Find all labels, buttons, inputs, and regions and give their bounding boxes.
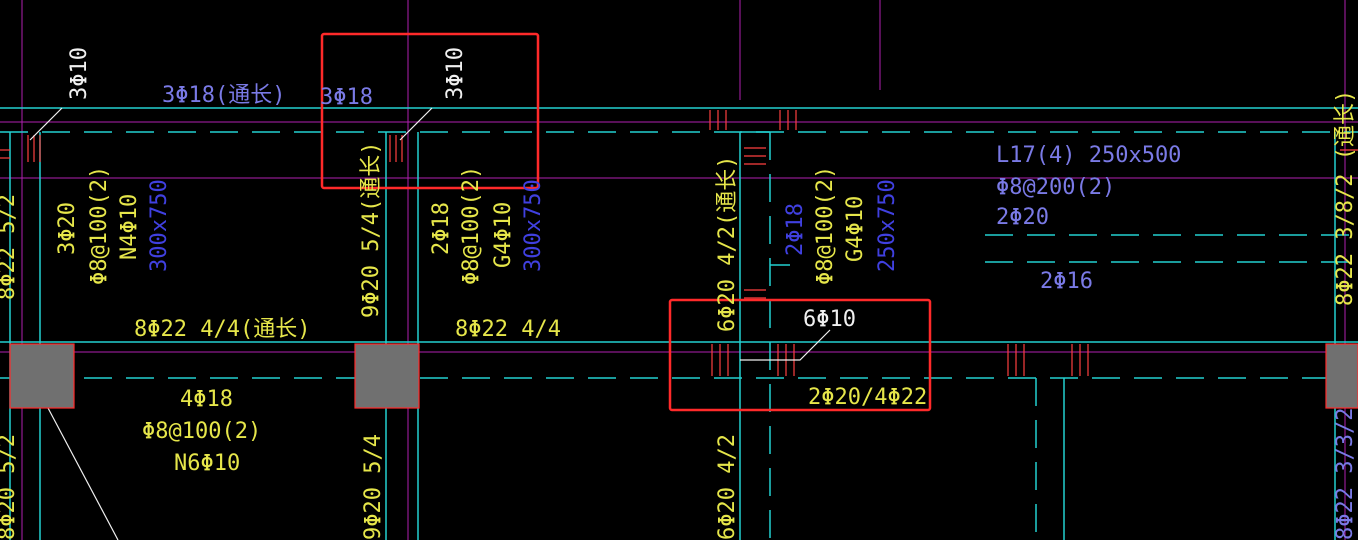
highlight-box-top[interactable] — [320, 32, 540, 190]
rebar-ticks — [0, 110, 1358, 376]
label-l17-title: L17(4) 250x500 — [996, 143, 1181, 168]
label-l17-top: 2Φ20 — [996, 205, 1049, 230]
highlight-box-middle[interactable] — [668, 298, 932, 412]
label-l17-bottom: 2Φ16 — [1040, 269, 1093, 294]
label-lower-left-vert: 8Φ20 5/2 — [0, 434, 20, 540]
label-lower-twist: N6Φ10 — [174, 451, 240, 476]
label-top-3phi10-box: 3Φ10 — [443, 47, 468, 100]
label-beam-n4-stirrup: Φ8@100(2) — [87, 166, 112, 285]
label-beam-g4a-main: 2Φ18 — [429, 202, 454, 255]
label-lower-right-vert: 6Φ20 4/2 — [715, 434, 740, 540]
label-beam-n4-main: 3Φ20 — [55, 202, 80, 255]
label-box-6phi10: 6Φ10 — [803, 307, 856, 332]
label-left-edge-vert: 8Φ22 5/2 — [0, 194, 20, 300]
label-beam-g4a-twist: G4Φ10 — [491, 202, 516, 268]
label-col-mid-vert: 9Φ20 5/4(通长) — [359, 142, 384, 318]
beam-outlines — [0, 107, 1358, 540]
label-beam-g4a-size: 300x750 — [521, 179, 546, 272]
label-far-right-vert-top: 8Φ22 3/8/2 (通长) — [1333, 90, 1358, 306]
label-beam-n4-twist: N4Φ10 — [117, 194, 142, 260]
label-mid-beam-left: 8Φ22 4/4(通长) — [134, 317, 310, 342]
label-top-through-bar: 3Φ18(通长) — [162, 83, 285, 108]
label-mid-beam-center: 8Φ22 4/4 — [455, 317, 561, 342]
label-beam-n4-size: 300x750 — [147, 179, 172, 272]
label-beam-g4b-main: 2Φ18 — [783, 203, 808, 256]
leader-lines — [29, 107, 831, 540]
column-left — [9, 343, 75, 409]
label-lower-mid-vert: 9Φ20 5/4 — [361, 434, 386, 540]
horizontal-labels: 3Φ18(通长) 3Φ18 L17(4) 250x500 Φ8@200(2) 2… — [134, 83, 1181, 476]
label-beam-g4a-stirrup: Φ8@100(2) — [459, 166, 484, 285]
vertical-labels: 3Φ10 3Φ10 8Φ22 5/2 3Φ20 Φ8@100(2) N4Φ10 … — [0, 47, 1358, 540]
column-mid — [354, 343, 420, 409]
columns — [9, 343, 1358, 409]
label-box-bottom: 2Φ20/4Φ22 — [808, 385, 927, 410]
label-beam-g4b-size: 250x750 — [875, 179, 900, 272]
column-right — [1325, 343, 1358, 409]
label-col-right-vert: 6Φ20 4/2(通长) — [715, 156, 740, 332]
label-beam-g4b-stirrup: Φ8@100(2) — [813, 166, 838, 285]
label-top-3phi18-box: 3Φ18 — [320, 85, 373, 110]
label-top-3phi10-left: 3Φ10 — [67, 47, 92, 100]
label-beam-g4b-twist: G4Φ10 — [843, 196, 868, 262]
label-lower-far-right-vert: 8Φ22 3/3/2 — [1333, 408, 1358, 540]
label-lower-stirrup: Φ8@100(2) — [142, 419, 261, 444]
label-lower-main: 4Φ18 — [180, 387, 233, 412]
label-l17-stirrup: Φ8@200(2) — [996, 175, 1115, 200]
highlight-boxes — [320, 32, 932, 412]
